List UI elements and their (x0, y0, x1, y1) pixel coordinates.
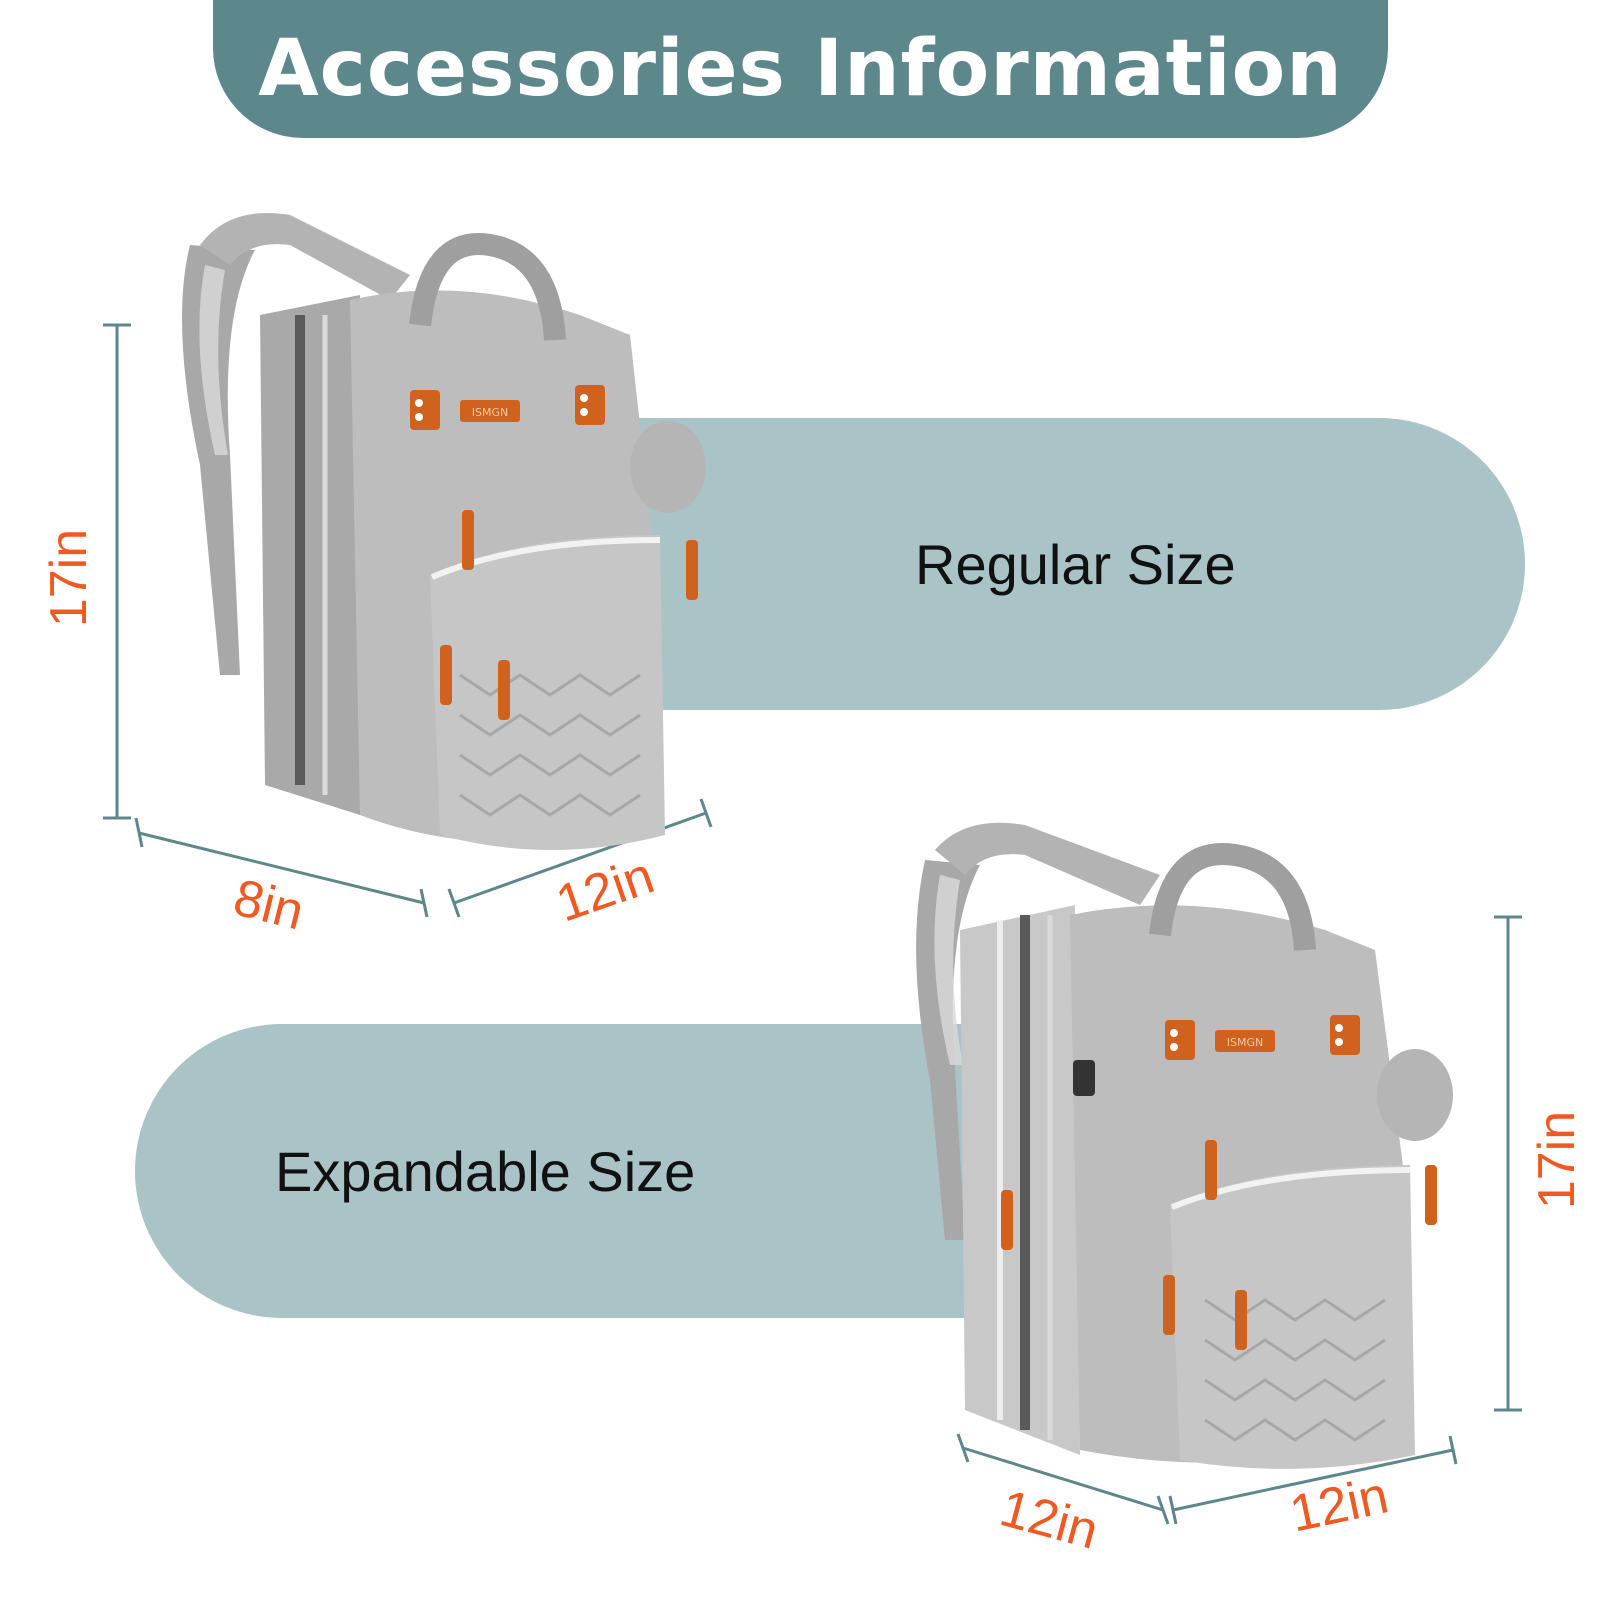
expandable-height-value: 17in (1528, 1110, 1587, 1210)
regular-backpack-image: ISMGN (182, 213, 706, 850)
expandable-backpack-image: ISMGN (916, 822, 1453, 1469)
regular-size-pill: Regular Size (620, 418, 1525, 710)
expandable-size-label: Expandable Size (275, 1139, 696, 1203)
regular-depth-line (138, 831, 425, 905)
page-title: Accessories Information (258, 24, 1343, 114)
expandable-depth-line (962, 1446, 1164, 1512)
expandable-size-pill: Expandable Size (135, 1024, 1035, 1318)
expandable-width-line (1172, 1448, 1454, 1512)
header-banner: Accessories Information (213, 0, 1388, 138)
regular-size-label: Regular Size (915, 532, 1236, 596)
regular-height-value: 17in (40, 528, 99, 628)
expandable-brand-tag: ISMGN (1227, 1036, 1263, 1049)
regular-brand-tag: ISMGN (472, 406, 508, 419)
